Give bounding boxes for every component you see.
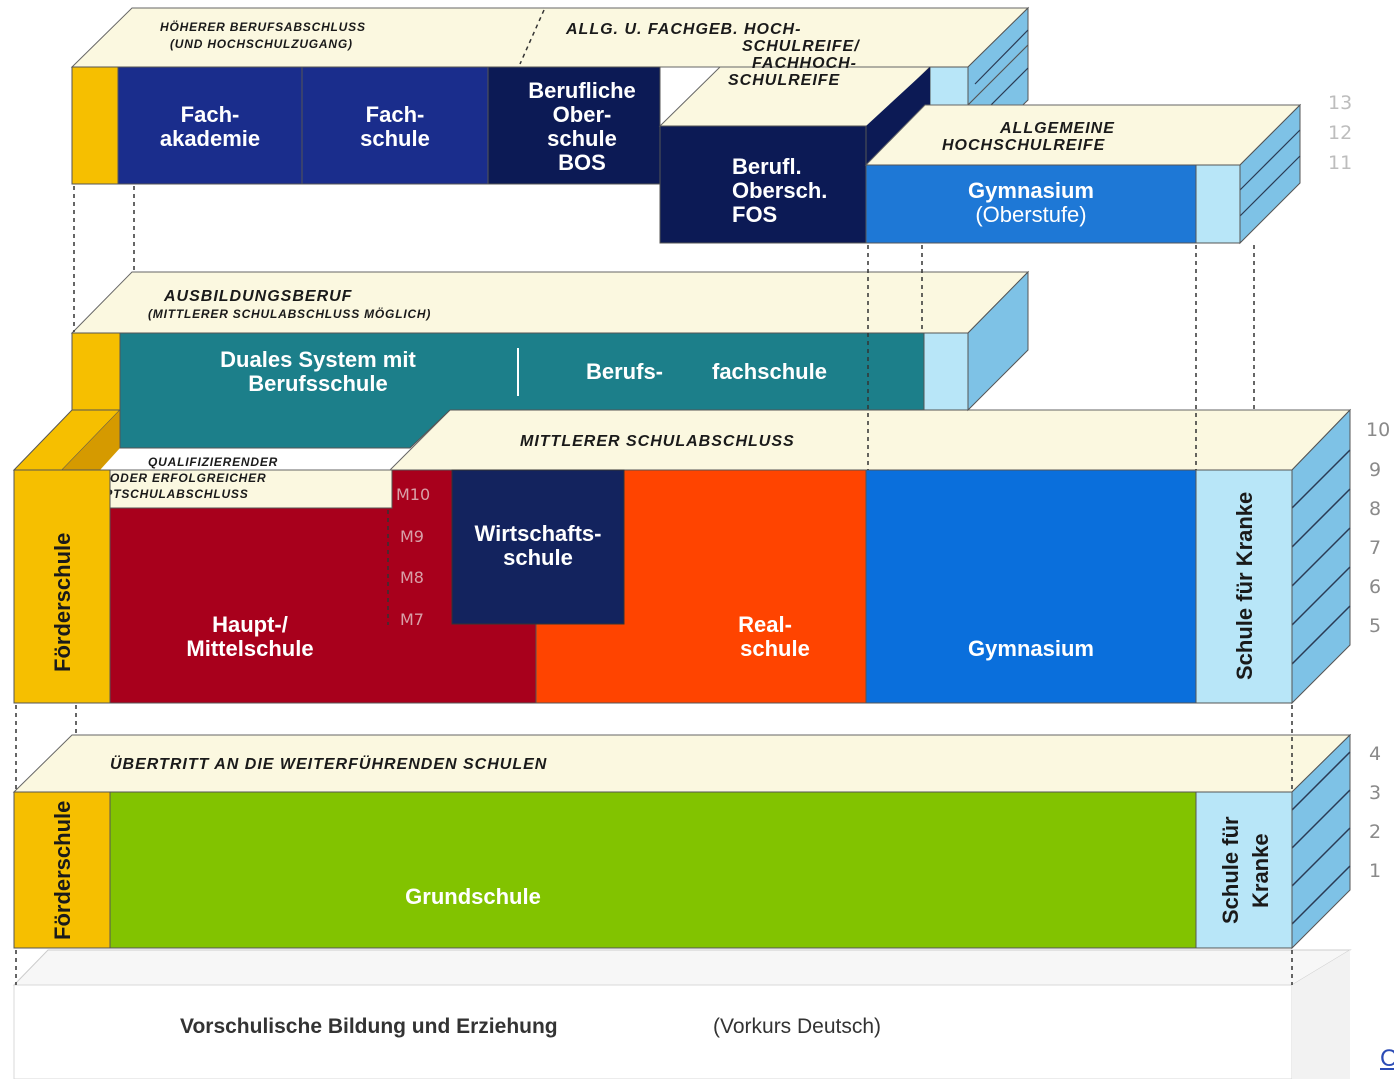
kranke-low-label-1: Schule für [1218,816,1243,924]
wirtschaft-label-2: schule [503,545,573,570]
grade-9: 9 [1369,459,1381,481]
fos-label-3: FOS [732,202,777,227]
caption-quali-2: ODER ERFOLGREICHER [110,471,266,485]
grade-scale: 13 12 11 10 9 8 7 6 5 4 3 2 1 [1328,92,1390,882]
primary-level: ÜBERTRITT AN DIE WEITERFÜHRENDEN SCHULEN… [12,733,1352,950]
wirtschaft-label-1: Wirtschafts- [475,521,602,546]
grundschule-label: Grundschule [405,884,541,909]
footer-link[interactable]: C [1380,1045,1394,1072]
grade-5: 5 [1369,615,1381,637]
vorschule-block: Vorschulische Bildung und Erziehung (Vor… [12,949,1352,1079]
secondary-one-level: MITTLERER SCHULABSCHLUSS QUALIFIZIERENDE… [12,408,1352,705]
haupt-label-2: Mittelschule [186,636,313,661]
grade-4: 4 [1369,743,1381,765]
caption-ausbildung-1: AUSBILDUNGSBERUF [163,288,353,305]
grade-10: 10 [1366,419,1390,441]
caption-hoeherer-2: (UND HOCHSCHULZUGANG) [170,37,353,51]
grade-13: 13 [1328,92,1352,114]
caption-quali-3: HAUPTSCHULABSCHLUSS [76,487,249,501]
caption-allg-1: ALLG. U. FACHGEB. HOCH- [565,21,801,38]
grade-2: 2 [1369,821,1381,843]
m9-label: M9 [400,527,424,546]
gym-ober-label-2: (Oberstufe) [975,202,1086,227]
real-label-2: schule [740,636,810,661]
m10-label: M10 [396,485,430,504]
caption-allgemeine-2: HOCHSCHULREIFE [942,137,1106,154]
bos-label-3: schule [547,126,617,151]
caption-allgemeine-1: ALLGEMEINE [999,120,1115,137]
grade-3: 3 [1369,782,1381,804]
kranke-mid-label: Schule für Kranke [1232,492,1257,680]
fos-label-2: Obersch. [732,178,827,203]
haupt-label-1: Haupt-/ [212,612,288,637]
grade-8: 8 [1369,498,1381,520]
grade-7: 7 [1369,537,1381,559]
fos-label-1: Berufl. [732,154,802,179]
m8-label: M8 [400,568,424,587]
bos-label-4: BOS [558,150,606,175]
real-label-1: Real- [738,612,792,637]
ausbildung-level: AUSBILDUNGSBERUF (MITTLERER SCHULABSCHLU… [70,270,1030,449]
fachakademie-label-1: Fach- [181,102,240,127]
vorkurs-label: (Vorkurs Deutsch) [713,1015,881,1038]
fachschule-label-2: schule [360,126,430,151]
gym-ober-label-1: Gymnasium [968,178,1094,203]
grade-11: 11 [1328,152,1352,174]
caption-allg-3: FACHHOCH- [752,55,857,72]
grade-6: 6 [1369,576,1381,598]
top-level: HÖHERER BERUFSABSCHLUSS (UND HOCHSCHULZU… [70,6,1302,245]
gymnasium-label: Gymnasium [968,636,1094,661]
berufsfach-label-1: Berufs- [586,359,663,384]
caption-mittlerer: MITTLERER SCHULABSCHLUSS [520,433,795,450]
berufsfach-label-2: fachschule [712,359,827,384]
bos-label-1: Berufliche [528,78,636,103]
caption-uebertritt: ÜBERTRITT AN DIE WEITERFÜHRENDEN SCHULEN [110,754,547,773]
duales-label-1: Duales System mit [220,347,416,372]
m7-label: M7 [400,610,424,629]
grade-12: 12 [1328,122,1352,144]
caption-allg-2: SCHULREIFE/ [742,38,860,55]
foerderschule-mid-label: Förderschule [50,533,75,672]
duales-label-2: Berufsschule [248,371,387,396]
bos-label-2: Ober- [553,102,612,127]
caption-allg-4: SCHULREIFE [728,72,841,89]
caption-ausbildung-2: (MITTLERER SCHULABSCHLUSS MÖGLICH) [148,306,431,321]
kranke-low-label-2: Kranke [1248,833,1273,908]
caption-hoeherer-1: HÖHERER BERUFSABSCHLUSS [160,19,366,34]
caption-quali-1: QUALIFIZIERENDER [148,455,278,469]
connector-lines [15,186,1293,985]
fachschule-label-1: Fach- [366,102,425,127]
grade-1: 1 [1369,860,1381,882]
fachakademie-label-2: akademie [160,126,260,151]
foerderschule-low-label: Förderschule [50,801,75,940]
vorschule-label: Vorschulische Bildung und Erziehung [180,1015,558,1038]
